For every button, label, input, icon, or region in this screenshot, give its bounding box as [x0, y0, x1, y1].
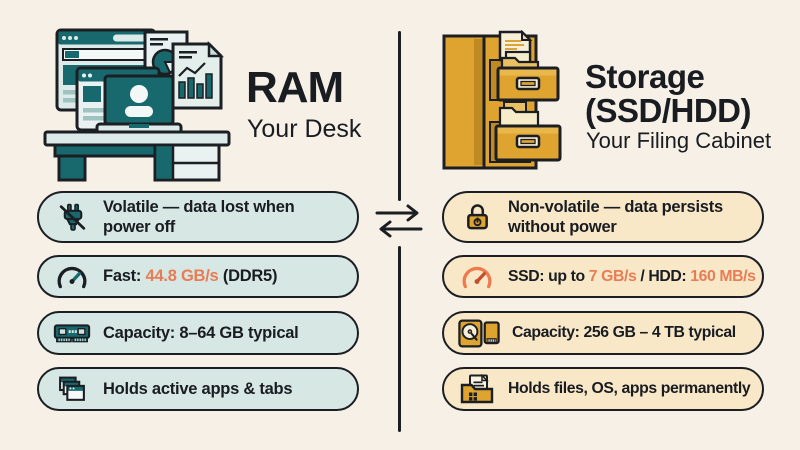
desk-illustration: [43, 28, 231, 182]
ram-pill-volatile-text: Volatile — data lost when power off: [103, 197, 295, 236]
ram-pill-capacity-text: Capacity: 8–64 GB typical: [103, 323, 299, 342]
ram-pill-volatile: Volatile — data lost when power off: [37, 191, 359, 243]
ram-pill-speed: Fast: 44.8 GB/s (DDR5): [37, 255, 359, 298]
storage-pill-holds-text: Holds files, OS, apps permanently: [508, 380, 751, 398]
speed-value-ssd: 7 GB/s: [588, 267, 637, 285]
swap-arrows-icon: [375, 204, 423, 238]
padlock-power-icon: [457, 202, 497, 233]
speedometer-icon: [52, 262, 92, 291]
ram-pill-holds-text: Holds active apps & tabs: [103, 379, 293, 398]
divider-line-top: [398, 31, 401, 201]
speed-value: 44.8 GB/s: [145, 267, 219, 286]
ram-subtitle: Your Desk: [247, 115, 362, 143]
app-windows-icon: [52, 374, 92, 405]
speed-prefix: SSD: up to: [508, 267, 589, 285]
speed-value-hdd: 160 MB/s: [690, 267, 756, 285]
ram-title: RAM: [246, 63, 344, 112]
storage-pill-nonvolatile: Non-volatile — data persists without pow…: [442, 191, 764, 243]
storage-pill-capacity-text: Capacity: 256 GB – 4 TB typical: [512, 324, 736, 342]
storage-pill-capacity: Capacity: 256 GB – 4 TB typical: [442, 311, 764, 355]
speed-middle: / HDD:: [636, 267, 691, 285]
storage-subtitle: Your Filing Cabinet: [586, 128, 772, 153]
storage-pill-speed-text: SSD: up to 7 GB/s / HDD: 160 MB/s: [508, 267, 756, 286]
filing-cabinet-illustration: [442, 30, 562, 170]
ram-pill-speed-text: Fast: 44.8 GB/s (DDR5): [103, 266, 277, 286]
storage-title: Storage (SSD/HDD): [585, 58, 752, 129]
storage-pill-holds: Holds files, OS, apps permanently: [442, 367, 764, 411]
storage-pill-speed: SSD: up to 7 GB/s / HDD: 160 MB/s: [442, 255, 764, 298]
folder-files-icon: [457, 374, 497, 404]
speed-suffix: (DDR5): [218, 267, 278, 286]
ram-stick-icon: [52, 321, 92, 346]
storage-pill-nonvolatile-text: Non-volatile — data persists without pow…: [508, 197, 723, 236]
divider-line-bottom: [398, 246, 401, 432]
storage-title-line1: Storage: [585, 58, 705, 95]
plug-slash-icon: [52, 202, 92, 233]
speedometer-icon: [457, 262, 497, 291]
hdd-ssd-icon: [457, 318, 501, 348]
ram-pill-capacity: Capacity: 8–64 GB typical: [37, 311, 359, 355]
speed-prefix: Fast:: [103, 267, 146, 286]
storage-title-line2: (SSD/HDD): [585, 91, 752, 129]
ram-pill-holds: Holds active apps & tabs: [37, 367, 359, 411]
